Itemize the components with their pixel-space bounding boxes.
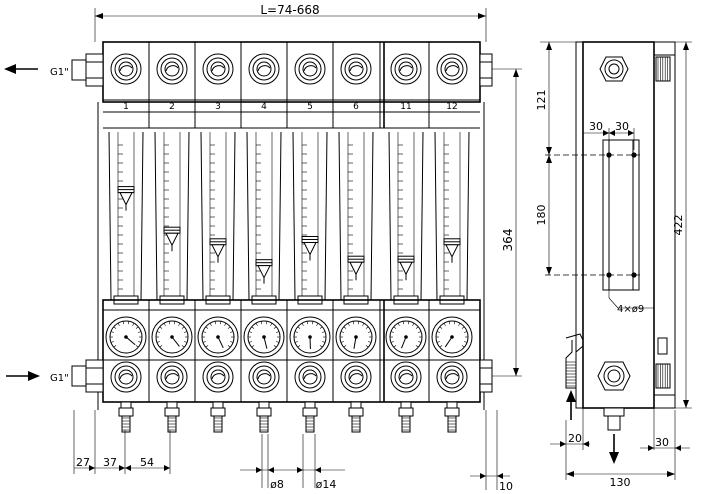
inlet-thread-bottom: G1" <box>50 373 69 384</box>
flow-tube <box>246 131 282 305</box>
float <box>301 235 319 261</box>
top-nut <box>599 56 629 82</box>
flow-tube <box>154 131 190 305</box>
dim-30-left: 30 <box>589 120 603 133</box>
top-port <box>436 53 468 85</box>
float <box>117 186 135 211</box>
top-knob <box>655 56 671 82</box>
top-port <box>156 53 188 85</box>
mounting-bracket <box>602 139 640 291</box>
bottom-port <box>390 361 422 393</box>
float <box>209 238 227 263</box>
side-inlet-arrow <box>566 390 576 420</box>
top-port <box>390 53 422 85</box>
dim-37: 37 <box>103 456 117 469</box>
drain-nozzle <box>256 401 272 433</box>
bottom-port <box>202 361 234 393</box>
bottom-port <box>340 361 372 393</box>
pressure-gauge <box>151 316 193 358</box>
pressure-gauge <box>335 316 377 358</box>
drain-nozzle <box>398 401 414 433</box>
drain-nozzle <box>348 401 364 433</box>
drain-nozzle <box>164 401 180 433</box>
drain-nozzle <box>302 401 318 433</box>
pressure-gauge <box>289 316 331 358</box>
float <box>443 238 461 263</box>
top-manifold <box>102 41 481 103</box>
dim-phi14: ø14 <box>316 478 337 491</box>
side-body <box>582 41 655 409</box>
bottom-knob <box>655 363 671 389</box>
bottom-nut <box>597 361 631 391</box>
top-port <box>340 53 372 85</box>
float <box>163 226 181 252</box>
dim-30-right: 30 <box>615 120 629 133</box>
dim-20: 20 <box>568 432 582 445</box>
dim-30-bottom: 30 <box>655 436 669 449</box>
flow-tube <box>388 131 424 305</box>
pressure-gauge <box>431 316 473 358</box>
dim-130: 130 <box>610 476 631 489</box>
inlet-arrow <box>6 371 40 381</box>
flow-tube <box>108 131 144 305</box>
channel-number: 5 <box>307 102 313 112</box>
dim-phi8: ø8 <box>270 478 284 491</box>
elbow-fitting <box>565 333 584 389</box>
pressure-gauge <box>243 316 285 358</box>
dim-10: 10 <box>499 480 513 493</box>
top-port <box>294 53 326 85</box>
bottom-port <box>248 361 280 393</box>
channel-number: 4 <box>261 102 267 112</box>
flow-tube <box>338 131 374 305</box>
flow-tube <box>200 131 236 305</box>
total-length-label: L=74-668 <box>260 3 319 17</box>
channel-number: 6 <box>353 102 359 112</box>
channel-number: 3 <box>215 102 221 112</box>
float <box>255 259 273 284</box>
drain-nozzle <box>118 401 134 433</box>
float <box>397 255 415 281</box>
top-port <box>110 53 142 85</box>
bottom-port <box>110 361 142 393</box>
bottom-port <box>436 361 468 393</box>
dim-54: 54 <box>140 456 154 469</box>
pressure-gauge <box>385 316 427 358</box>
side-bottom-nozzle <box>603 407 625 431</box>
holes-label: 4×ø9 <box>617 304 644 315</box>
dim-180: 180 <box>535 205 548 226</box>
bottom-manifold <box>102 299 481 403</box>
top-port <box>248 53 280 85</box>
height-364-label: 364 <box>501 229 515 252</box>
pressure-gauge <box>197 316 239 358</box>
drain-nozzle <box>210 401 226 433</box>
inlet-thread-top: G1" <box>50 67 69 78</box>
side-view: 30 30 121 180 422 4×ø9 20 30 <box>535 41 692 489</box>
channel-number: 2 <box>169 102 175 112</box>
pressure-gauge <box>105 316 147 358</box>
bottom-port <box>294 361 326 393</box>
outlet-arrow <box>4 64 38 74</box>
channel-number: 12 <box>446 102 457 112</box>
dim-422: 422 <box>672 215 685 236</box>
flow-tube <box>292 131 328 305</box>
flow-tube <box>434 131 470 305</box>
dim-27: 27 <box>76 456 90 469</box>
top-port <box>202 53 234 85</box>
channel-number: 1 <box>123 102 129 112</box>
channel-number: 11 <box>400 102 411 112</box>
float <box>347 255 365 281</box>
drain-nozzle <box>444 401 460 433</box>
side-outlet-arrow <box>609 434 619 464</box>
dim-121: 121 <box>535 90 548 111</box>
bottom-port <box>156 361 188 393</box>
